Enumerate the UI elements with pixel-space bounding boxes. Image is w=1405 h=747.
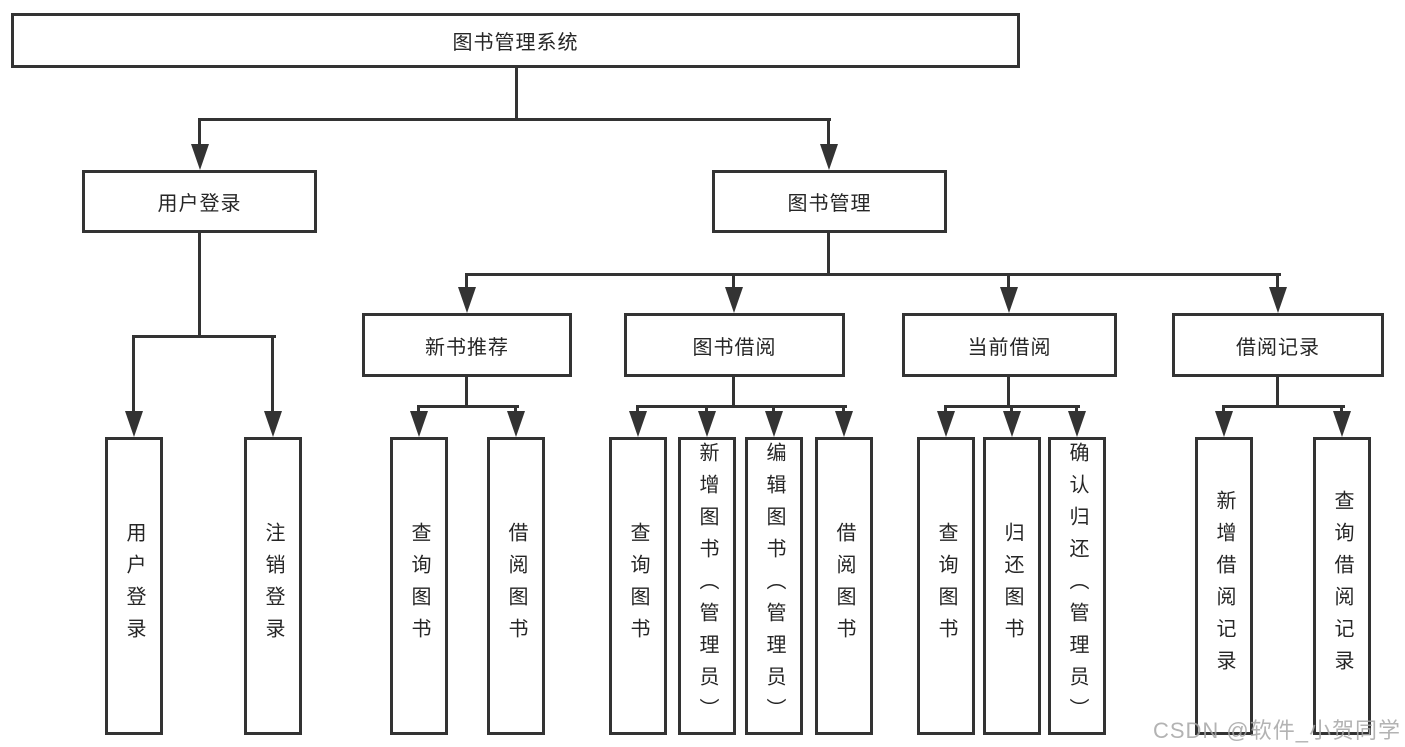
connector-user-login-rail bbox=[132, 335, 276, 338]
connector-arrow-line bbox=[1010, 405, 1013, 411]
node-leaf-edit-book-label: 编辑图书（管理员） bbox=[763, 442, 785, 730]
node-leaf-rec-borrow-book-label: 借阅图书 bbox=[505, 522, 527, 650]
node-current-borrow-label: 当前借阅 bbox=[967, 336, 1052, 359]
arrowhead-icon bbox=[765, 411, 783, 437]
arrowhead-icon bbox=[1269, 287, 1287, 313]
connector-arrow-line bbox=[842, 405, 845, 411]
node-leaf-borrow-book-label: 借阅图书 bbox=[833, 522, 855, 650]
connector-arrow-line bbox=[132, 335, 135, 411]
connector-root-stub bbox=[515, 68, 518, 118]
connector-arrow-line bbox=[1007, 273, 1010, 287]
connector-book-borrow-rail bbox=[636, 405, 847, 408]
node-borrow-record-label: 借阅记录 bbox=[1236, 336, 1320, 359]
arrowhead-icon bbox=[835, 411, 853, 437]
arrowhead-icon bbox=[458, 287, 476, 313]
connector-arrow-line bbox=[514, 405, 517, 411]
arrowhead-icon bbox=[937, 411, 955, 437]
node-leaf-return-book-label: 归还图书 bbox=[1001, 522, 1023, 650]
connector-book-borrow-stub bbox=[732, 377, 735, 405]
arrowhead-icon bbox=[1333, 411, 1351, 437]
arrowhead-icon bbox=[1068, 411, 1086, 437]
node-leaf-add-book: 新增图书（管理员） bbox=[678, 437, 736, 735]
arrowhead-icon bbox=[507, 411, 525, 437]
node-leaf-borrow-query-book-label: 查询图书 bbox=[627, 522, 649, 650]
node-current-borrow: 当前借阅 bbox=[902, 313, 1117, 377]
connector-arrow-line bbox=[417, 405, 420, 411]
watermark: CSDN @软件_小贺同学 bbox=[1152, 718, 1401, 743]
node-new-book-rec: 新书推荐 bbox=[362, 313, 572, 377]
connector-book-mgmt-rail bbox=[465, 273, 1281, 276]
node-leaf-logout: 注销登录 bbox=[244, 437, 302, 735]
arrowhead-icon bbox=[820, 144, 838, 170]
connector-arrow-line bbox=[944, 405, 947, 411]
arrowhead-icon bbox=[264, 411, 282, 437]
connector-book-mgmt-stub bbox=[827, 233, 830, 273]
node-leaf-add-record-label: 新增借阅记录 bbox=[1213, 490, 1235, 682]
connector-arrow-line bbox=[705, 405, 708, 411]
node-leaf-rec-query-book-label: 查询图书 bbox=[408, 522, 430, 650]
connector-new-book-rec-rail bbox=[417, 405, 519, 408]
arrowhead-icon bbox=[1215, 411, 1233, 437]
connector-borrow-record-stub bbox=[1276, 377, 1279, 405]
node-book-borrow: 图书借阅 bbox=[624, 313, 845, 377]
arrowhead-icon bbox=[725, 287, 743, 313]
node-book-mgmt-label: 图书管理 bbox=[787, 193, 872, 215]
arrowhead-icon bbox=[1003, 411, 1021, 437]
node-root: 图书管理系统 bbox=[11, 13, 1020, 68]
connector-arrow-line bbox=[772, 405, 775, 411]
node-leaf-borrow-query-book: 查询图书 bbox=[609, 437, 667, 735]
node-borrow-record: 借阅记录 bbox=[1172, 313, 1384, 377]
node-leaf-query-record: 查询借阅记录 bbox=[1313, 437, 1371, 735]
connector-user-login-stub bbox=[198, 233, 201, 335]
connector-new-book-rec-stub bbox=[465, 377, 468, 405]
node-leaf-add-record: 新增借阅记录 bbox=[1195, 437, 1253, 735]
arrowhead-icon bbox=[629, 411, 647, 437]
connector-arrow-line bbox=[465, 273, 468, 287]
node-leaf-current-query-book: 查询图书 bbox=[917, 437, 975, 735]
node-leaf-confirm-return: 确认归还（管理员） bbox=[1048, 437, 1106, 735]
connector-borrow-record-rail bbox=[1222, 405, 1345, 408]
connector-arrow-line bbox=[271, 335, 274, 411]
node-leaf-confirm-return-label: 确认归还（管理员） bbox=[1066, 442, 1088, 730]
connector-current-borrow-stub bbox=[1007, 377, 1010, 405]
node-leaf-current-query-book-label: 查询图书 bbox=[935, 522, 957, 650]
node-user-login: 用户登录 bbox=[82, 170, 317, 233]
connector-arrow-line bbox=[732, 273, 735, 287]
connector-arrow-line bbox=[827, 118, 830, 144]
node-leaf-user-login: 用户登录 bbox=[105, 437, 163, 735]
node-leaf-logout-label: 注销登录 bbox=[262, 522, 284, 650]
arrowhead-icon bbox=[125, 411, 143, 437]
arrowhead-icon bbox=[191, 144, 209, 170]
connector-arrow-line bbox=[1276, 273, 1279, 287]
connector-arrow-line bbox=[1340, 405, 1343, 411]
node-leaf-query-record-label: 查询借阅记录 bbox=[1331, 490, 1353, 682]
node-new-book-rec-label: 新书推荐 bbox=[425, 336, 509, 359]
node-user-login-label: 用户登录 bbox=[157, 193, 242, 215]
connector-root-rail bbox=[198, 118, 831, 121]
connector-arrow-line bbox=[1222, 405, 1225, 411]
node-leaf-add-book-label: 新增图书（管理员） bbox=[696, 442, 718, 730]
node-leaf-borrow-book: 借阅图书 bbox=[815, 437, 873, 735]
node-leaf-return-book: 归还图书 bbox=[983, 437, 1041, 735]
node-book-mgmt: 图书管理 bbox=[712, 170, 947, 233]
connector-arrow-line bbox=[636, 405, 639, 411]
node-root-label: 图书管理系统 bbox=[452, 32, 579, 54]
connector-arrow-line bbox=[198, 118, 201, 144]
node-leaf-user-login-label: 用户登录 bbox=[123, 522, 145, 650]
arrowhead-icon bbox=[410, 411, 428, 437]
node-leaf-edit-book: 编辑图书（管理员） bbox=[745, 437, 803, 735]
connector-arrow-line bbox=[1075, 405, 1078, 411]
arrowhead-icon bbox=[698, 411, 716, 437]
arrowhead-icon bbox=[1000, 287, 1018, 313]
node-leaf-rec-query-book: 查询图书 bbox=[390, 437, 448, 735]
node-leaf-rec-borrow-book: 借阅图书 bbox=[487, 437, 545, 735]
node-book-borrow-label: 图书借阅 bbox=[692, 336, 777, 359]
